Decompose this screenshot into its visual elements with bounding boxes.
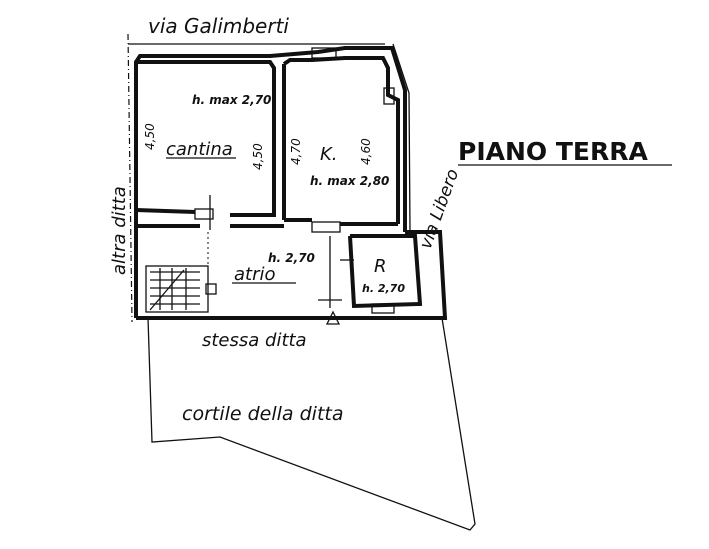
cantina-height: h. max 2,70 — [192, 93, 271, 107]
bath-name: R — [374, 256, 387, 277]
cantina-dim-right: 4,50 — [251, 143, 265, 170]
staircase — [145, 265, 217, 313]
west-boundary-line — [127, 33, 133, 323]
courtyard-outline — [147, 317, 476, 531]
atrio-name: atrio — [234, 264, 276, 285]
neighbor-label-south: stessa ditta — [202, 330, 307, 351]
floor-title: PIANO TERRA — [458, 137, 648, 166]
bath-height: h. 2,70 — [362, 282, 405, 295]
kitchen-height: h. max 2,80 — [310, 174, 389, 188]
cantina-name: cantina — [166, 139, 233, 160]
kitchen-name: K. — [320, 144, 338, 165]
cantina-dim-left: 4,50 — [143, 123, 157, 150]
neighbor-label-west: altra ditta — [109, 186, 130, 275]
bath-walls — [340, 234, 423, 314]
kitchen-dim-right: 4,60 — [359, 138, 373, 165]
kitchen-walls — [282, 47, 400, 233]
cantina-walls — [135, 60, 276, 230]
kitchen-dim-left: 4,70 — [289, 138, 303, 165]
courtyard-label: cortile della ditta — [182, 403, 344, 425]
atrio-height: h. 2,70 — [268, 251, 315, 265]
street-label-north: via Galimberti — [148, 14, 289, 38]
